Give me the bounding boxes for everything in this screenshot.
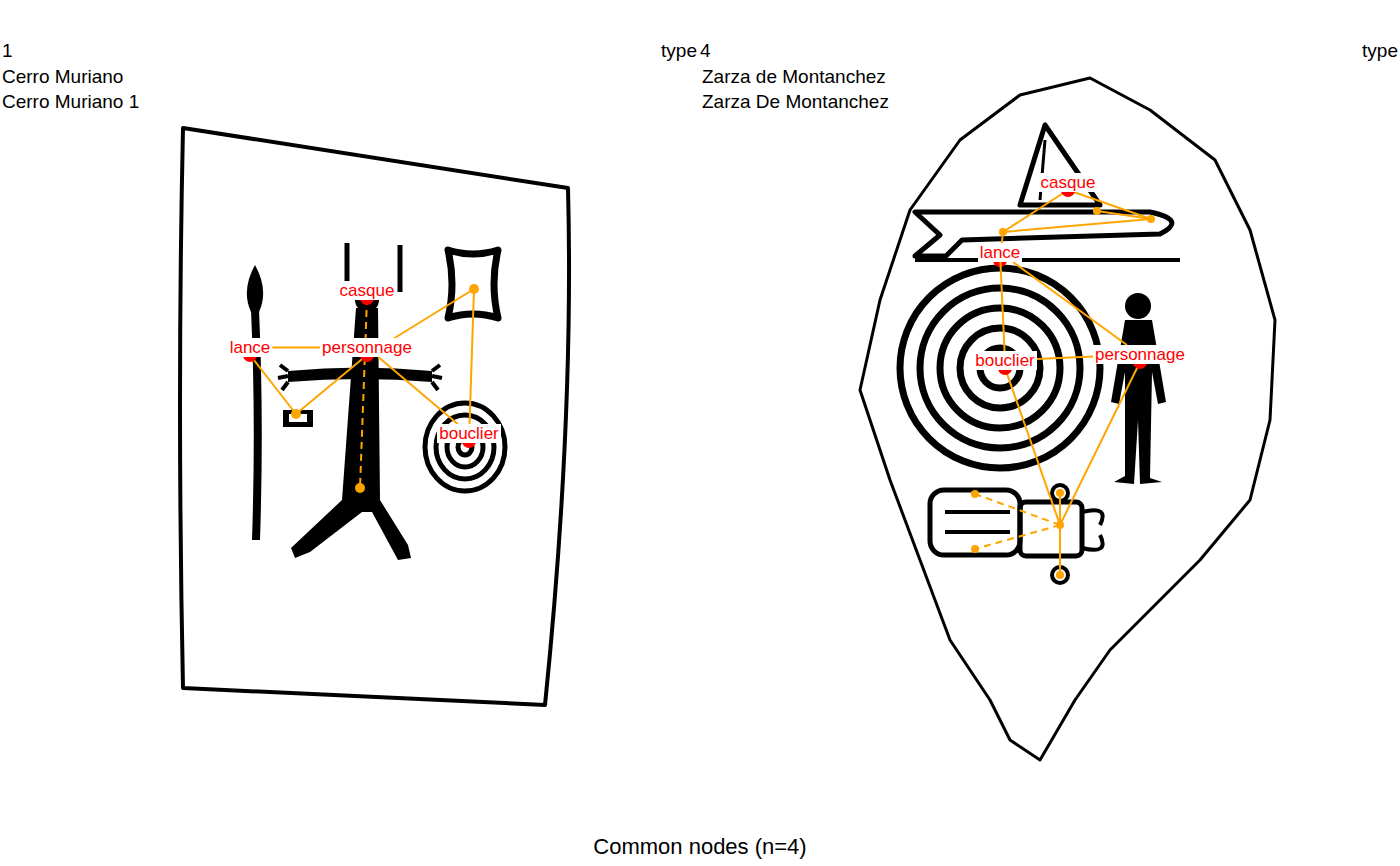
graph-node-label: lance: [228, 338, 273, 357]
graph-edge: [378, 357, 457, 424]
header-text: Zarza de Montanchez: [702, 66, 886, 88]
stele-left: [180, 128, 569, 705]
common-node-dot: [243, 183, 1147, 448]
graph-overlay: [250, 190, 1151, 575]
node-label: lance: [978, 243, 1023, 262]
graph-point: [291, 207, 1155, 579]
graph-edge: [1037, 357, 1093, 360]
graph-node-label: casque: [1039, 173, 1098, 192]
graph-node-label: personnage: [320, 338, 414, 357]
header-text: Cerro Muriano: [2, 66, 123, 88]
stele-right: [860, 78, 1275, 760]
graph-node-label: bouclier: [437, 424, 501, 443]
graph-node-label: casque: [338, 281, 397, 300]
caption: Common nodes (n=4): [593, 834, 806, 860]
header-text: Cerro Muriano 1: [2, 91, 139, 113]
graph-node-label: lance: [978, 243, 1023, 262]
node-label: personnage: [1093, 345, 1187, 364]
graph-node-label: bouclier: [973, 351, 1037, 370]
graph-edge: [1013, 262, 1127, 345]
node-label: casque: [1039, 173, 1098, 192]
node-label: bouclier: [973, 351, 1037, 370]
header-text: 1: [2, 40, 13, 62]
graph-edge: [1000, 262, 1004, 351]
graph-node-label: personnage: [1093, 345, 1187, 364]
node-label: personnage: [320, 338, 414, 357]
node-label: casque: [338, 281, 397, 300]
header-text: Zarza De Montanchez: [702, 91, 889, 113]
header-text: type: [661, 40, 697, 62]
graph-edge: [272, 347, 320, 349]
node-label: lance: [228, 338, 273, 357]
node-label: bouclier: [437, 424, 501, 443]
header-text: type: [1362, 40, 1398, 62]
header-text: 4: [700, 40, 711, 62]
